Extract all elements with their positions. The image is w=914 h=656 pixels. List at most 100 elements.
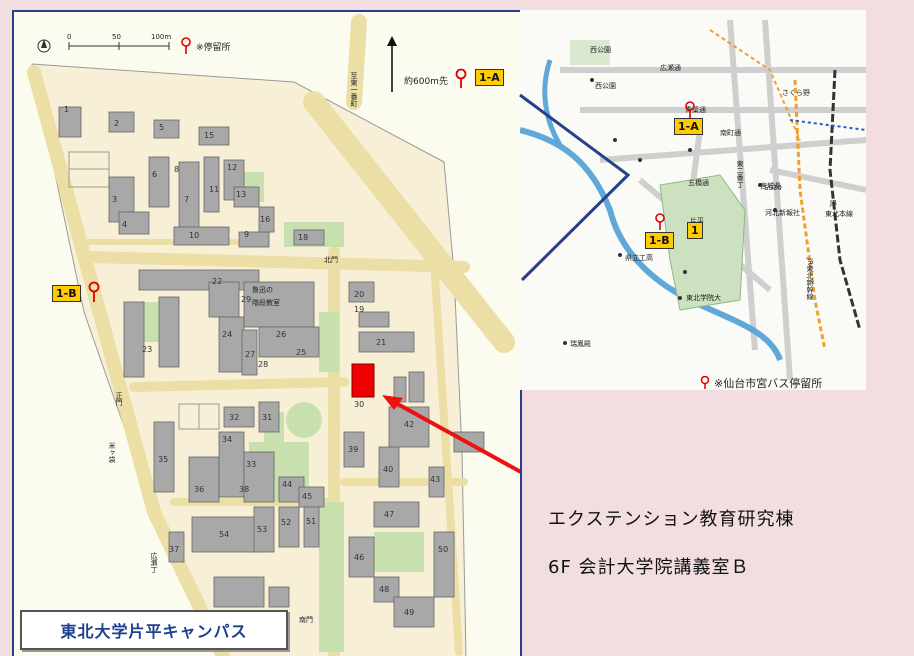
area-stop-1a-pin — [685, 101, 695, 118]
building-number: 36 — [194, 485, 204, 494]
legend-stop: ※停留所 — [181, 37, 231, 54]
building-number: 51 — [306, 517, 316, 526]
building-number: 20 — [354, 290, 364, 299]
bus-stop-pin-icon — [455, 68, 467, 80]
building-number: 49 — [404, 608, 414, 617]
area-map: 西公園 西公園 広瀬通 南町通 青葉通 五橋通 東二番丁 宮城県 SS30 さく… — [520, 10, 866, 390]
river — [520, 127, 783, 362]
bus-stop-pin-icon — [655, 213, 665, 223]
subway-line — [709, 29, 801, 141]
building-number: 15 — [204, 131, 214, 140]
scale-label: 0 — [67, 33, 71, 41]
bus-stop-pin-icon — [181, 37, 191, 47]
campus-title: 東北大学片平キャンパス — [60, 622, 248, 641]
shinkansen-label: JR東北新幹線 — [806, 257, 814, 300]
building-number: 5 — [159, 123, 164, 132]
landmark-dots — [563, 78, 777, 345]
building-number: 22 — [212, 277, 222, 286]
scale-bar: 0 50 100m — [37, 33, 171, 53]
building-number: 12 — [227, 163, 237, 172]
building-number: 48 — [379, 585, 389, 594]
building-number: 47 — [384, 510, 394, 519]
building-number: 10 — [189, 231, 199, 240]
place-label: SS30 — [764, 184, 782, 192]
place-label: 河北新報社 — [765, 208, 800, 217]
area-stop-1b-pin — [655, 213, 665, 230]
street-label: 東二番丁 — [736, 159, 744, 188]
campus-map-drawing: 1 2 3 4 5 6 7 8 9 10 11 12 13 15 16 18 1… — [27, 14, 520, 656]
street-label: 五橋通 — [688, 178, 709, 187]
building-number: 38 — [239, 485, 249, 494]
building-number: 2 — [114, 119, 119, 128]
area-legend: ※仙台市宮バス停留所 — [700, 375, 822, 391]
street-label: 青葉通 — [685, 105, 706, 114]
north-arrow-icon — [41, 39, 47, 48]
building-number: 13 — [236, 190, 246, 199]
target-building[interactable] — [351, 363, 375, 398]
river — [542, 59, 563, 147]
building-number: 39 — [348, 445, 358, 454]
street-label: 南町通 — [720, 128, 741, 137]
jr-label: JR — [829, 199, 837, 207]
building-number: 44 — [282, 480, 292, 489]
street-label: 西公園 — [590, 46, 611, 54]
building-number: 25 — [296, 348, 306, 357]
building-number: 7 — [184, 195, 189, 204]
building-number: 9 — [244, 230, 249, 239]
building-number: 23 — [142, 345, 152, 354]
area-stop-1a-tag: 1-A — [674, 118, 703, 135]
building-number: 43 — [430, 475, 440, 484]
building-number: 45 — [302, 492, 312, 501]
place-label: さくら野 — [782, 89, 810, 97]
street-label: 広瀬通 — [660, 63, 681, 72]
building-number: 28 — [258, 360, 268, 369]
building-number: 52 — [281, 518, 291, 527]
arrow-up-icon — [387, 36, 397, 46]
campus-title-box: 東北大学片平キャンパス — [20, 610, 288, 650]
bus-stop-pin-icon — [700, 376, 710, 389]
building-number: 40 — [383, 465, 393, 474]
building-number: 50 — [438, 545, 448, 554]
area-legend-label: ※仙台市宮バス停留所 — [714, 377, 823, 390]
legend-stop-label: ※停留所 — [196, 41, 231, 53]
building-number: 32 — [229, 413, 239, 422]
building-number: 16 — [260, 215, 270, 224]
stop-1a-pin — [455, 68, 467, 88]
building-number: 24 — [222, 330, 232, 339]
building-number: 1 — [64, 105, 69, 114]
jr-line — [828, 69, 862, 331]
room-caption: 6F 会計大学院講義室Ｂ — [548, 557, 750, 578]
building-number: 37 — [169, 545, 179, 554]
stop-1a-tag: 1-A — [475, 69, 504, 86]
campus-buildings — [58, 106, 485, 628]
scale-label: 100m — [151, 33, 171, 41]
building-number: 19 — [354, 305, 364, 314]
building-number-labels: 1 2 3 4 5 6 7 8 9 10 11 12 13 15 16 18 1… — [64, 105, 448, 617]
building-number: 35 — [158, 455, 168, 464]
road-yonegafukuro-label: 米ヶ袋 — [108, 441, 116, 464]
building-number: 3 — [112, 195, 117, 204]
pointer-arrow — [393, 400, 520, 474]
place-label: 東北学院大 — [686, 293, 721, 302]
building-number: 31 — [262, 413, 272, 422]
building-number: 8 — [174, 165, 179, 174]
building-number: 33 — [246, 460, 256, 469]
lecture-hall-label: 魯迅の — [252, 285, 273, 294]
building-number: 30 — [354, 400, 364, 409]
building-number: 27 — [245, 350, 255, 359]
subway-line — [789, 119, 866, 131]
place-label: 西公園 — [595, 82, 616, 90]
stop-1b-pin — [88, 281, 100, 302]
building-number: 53 — [257, 525, 267, 534]
lecture-hall-label: 階段教室 — [252, 298, 280, 307]
place-label: 県立工高 — [625, 253, 653, 262]
park-area — [659, 174, 746, 311]
park-area — [570, 40, 610, 65]
building-number: 4 — [122, 220, 127, 229]
building-number: 54 — [219, 530, 229, 539]
campus-map: 1 2 3 4 5 6 7 8 9 10 11 12 13 15 16 18 1… — [12, 10, 522, 656]
distance-label: 約600m先 — [404, 75, 448, 87]
building-number: 26 — [276, 330, 286, 339]
gate-south-label: 南門 — [299, 615, 313, 624]
gate-north-label: 北門 — [324, 256, 338, 264]
